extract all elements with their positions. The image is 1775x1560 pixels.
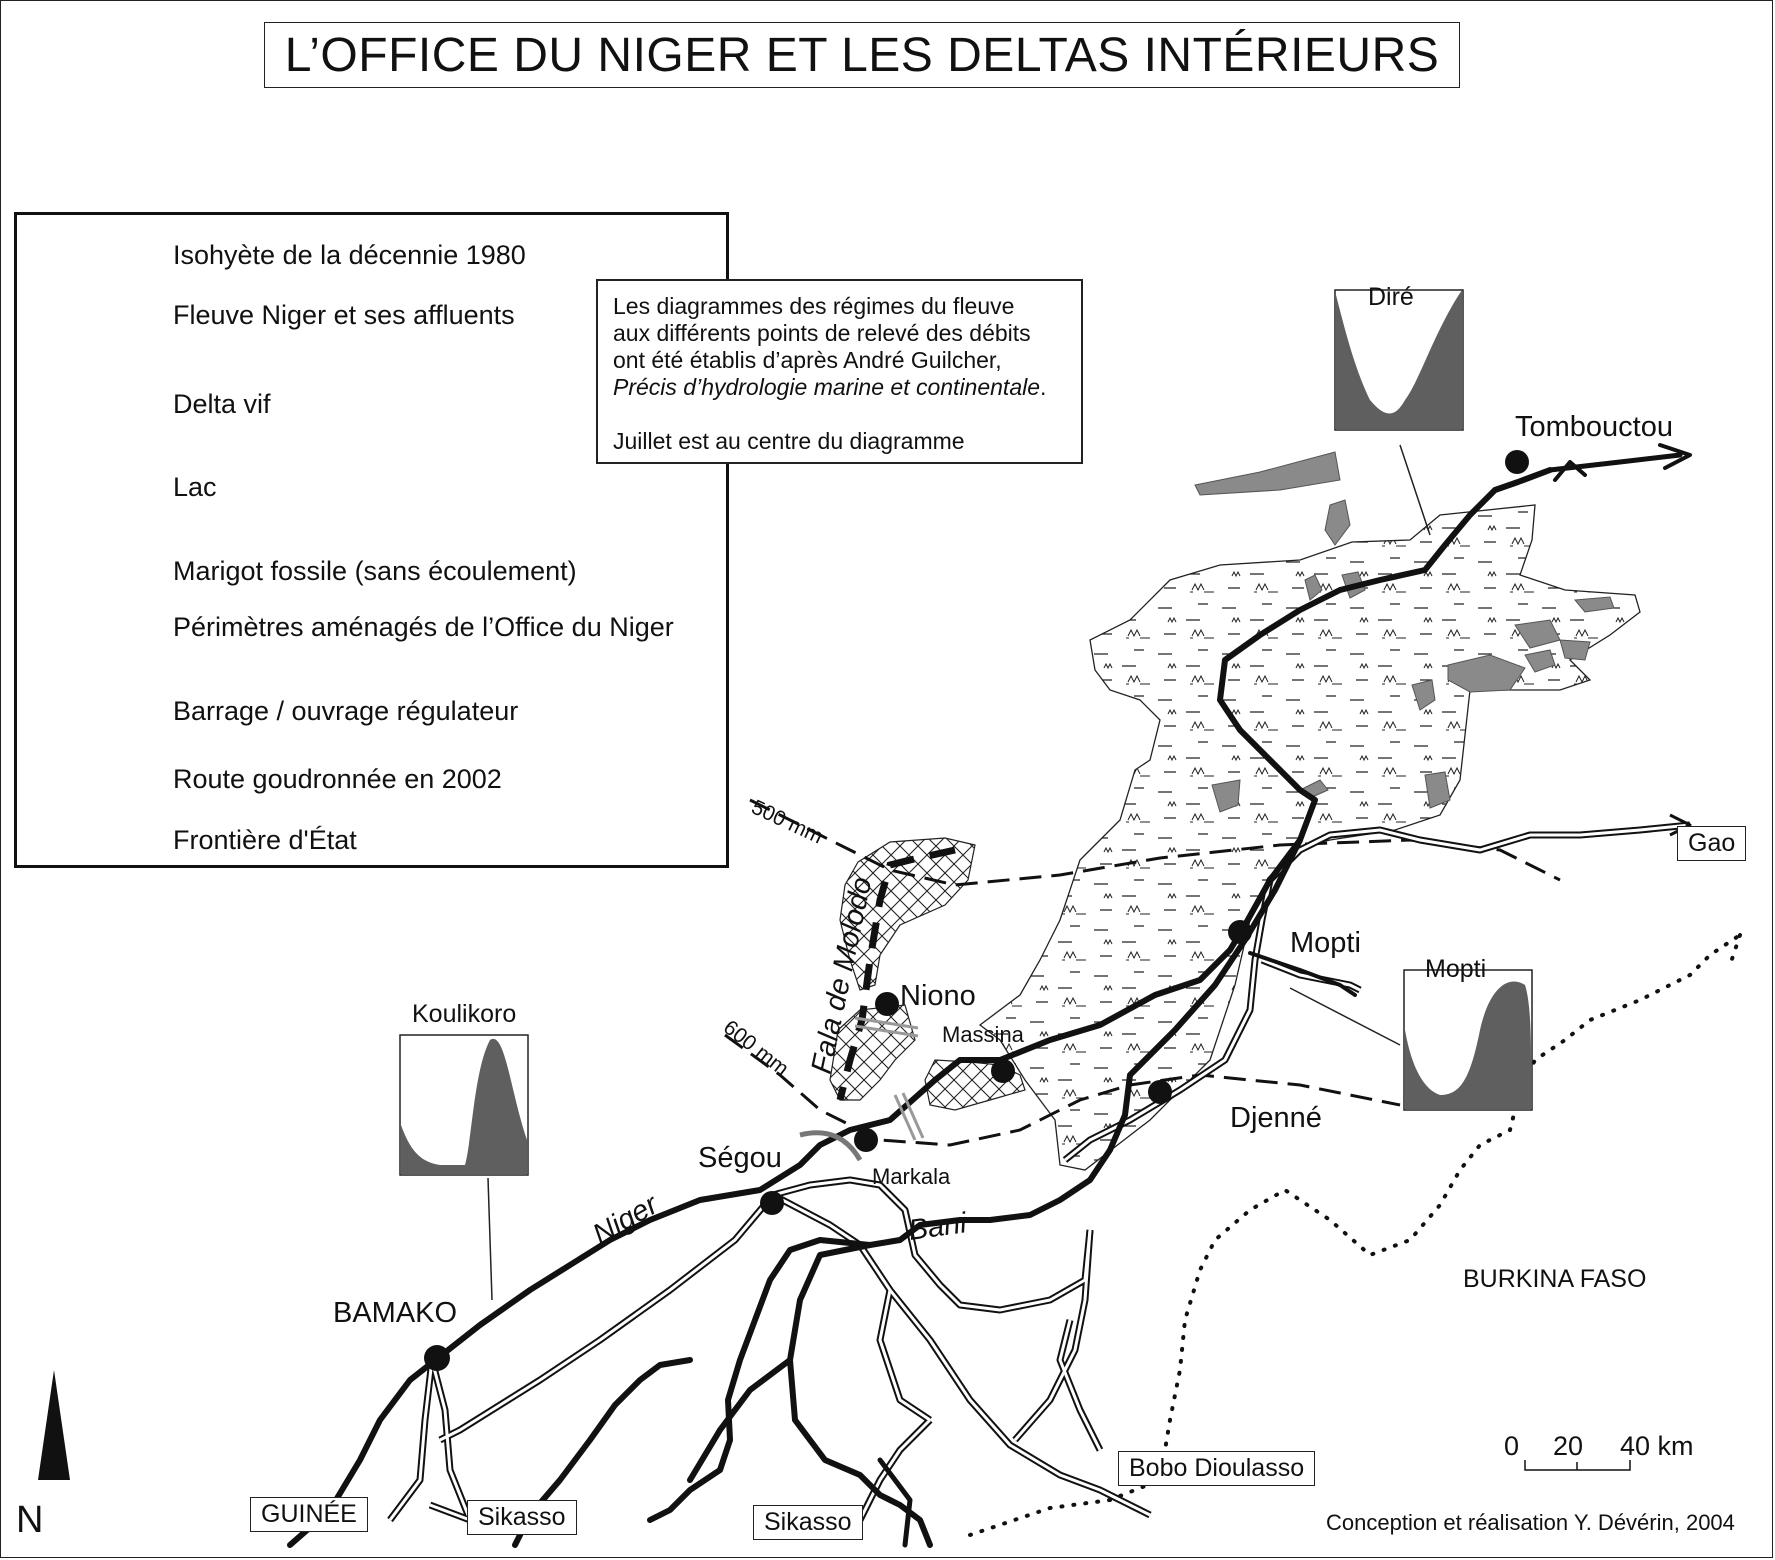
legend-label-lake: Lac [173, 472, 217, 502]
destination-gao: Gao [1677, 826, 1747, 861]
note-book-title: Précis d’hydrologie marine et continenta… [613, 374, 1041, 400]
label-massina: Massina [942, 1022, 1025, 1047]
label-djenne: Djenné [1230, 1102, 1322, 1134]
lake-3 [1304, 574, 1323, 601]
river-bani [647, 1112, 1128, 1523]
credit: Conception et réalisation Y. Dévérin, 20… [1326, 1510, 1735, 1535]
city-dots [424, 450, 1529, 1371]
note-line-4: Précis d’hydrologie marine et continenta… [613, 374, 1066, 401]
lakes [1194, 451, 1615, 813]
destination-guinee: GUINÉE [250, 1497, 368, 1532]
city-dot-massina [991, 1059, 1015, 1083]
river-niger [287, 467, 1553, 1548]
map-title: L’OFFICE DU NIGER ET LES DELTAS INTÉRIEU… [264, 22, 1460, 88]
dam-niono-bar [854, 1016, 919, 1038]
map-title-text: L’OFFICE DU NIGER ET LES DELTAS INTÉRIEU… [284, 28, 1440, 82]
note-line-1: Les diagrammes des régimes du fleuve [613, 293, 1015, 319]
city-dot-markala [854, 1128, 878, 1152]
note-line-5: Juillet est au centre du diagramme [613, 428, 965, 454]
scale-bar [1524, 1460, 1631, 1471]
north-arrow [38, 1370, 70, 1480]
legend-label-isohyet: Isohyète de la décennie 1980 [173, 240, 526, 270]
scale-label-0: 0 [1504, 1431, 1519, 1461]
source-note: Les diagrammes des régimes du fleuve aux… [596, 279, 1083, 464]
diagram-koulikoro [399, 1034, 529, 1301]
label-river-bani: Bani [907, 1207, 970, 1247]
diagram-dire [1334, 289, 1464, 536]
legend-label-office: Périmètres aménagés de l’Office du Niger [173, 612, 674, 642]
note-spacer [613, 401, 1066, 428]
dam-markala-bar [893, 1092, 925, 1141]
north-label: N [16, 1499, 43, 1541]
lake-1 [1194, 451, 1341, 496]
lake-9 [1559, 639, 1591, 661]
note-line-4-end: . [1040, 374, 1047, 400]
label-niono: Niono [900, 980, 976, 1012]
lake-10 [1411, 679, 1436, 711]
diagram-label-koulikoro: Koulikoro [412, 1000, 516, 1028]
city-dot-segou [760, 1191, 784, 1215]
marigot-fossile [836, 846, 956, 1101]
scale-label-40: 40 km [1620, 1431, 1694, 1461]
lake-6 [1574, 596, 1615, 613]
label-burkina: BURKINA FASO [1463, 1265, 1646, 1293]
rivers [287, 443, 1692, 1548]
label-isohyet-500: 500 mm [748, 796, 826, 849]
diagram-label-dire: Diré [1368, 283, 1414, 311]
legend-label-road: Route goudronnée en 2002 [173, 764, 502, 794]
isohyet-600 [724, 1033, 1401, 1147]
destination-sikasso-2: Sikasso [753, 1505, 863, 1540]
legend-label-marigot: Marigot fossile (sans écoulement) [173, 556, 577, 586]
city-dot-niono [875, 992, 899, 1016]
north-arrow-icon [38, 1370, 70, 1480]
diagram-mopti [1289, 969, 1533, 1111]
destination-bobo: Bobo Dioulasso [1118, 1451, 1316, 1486]
legend-label-delta: Delta vif [173, 389, 271, 419]
dam-markala-arc [799, 1130, 863, 1162]
label-markala: Markala [872, 1164, 951, 1189]
note-line-2: aux différents points de relevé des débi… [613, 320, 1031, 346]
scale-label-20: 20 [1553, 1431, 1583, 1461]
legend-label-border: Frontière d'État [173, 825, 357, 855]
label-mopti: Mopti [1290, 927, 1361, 959]
roads [387, 813, 1692, 1524]
office-perimeter-north [839, 837, 976, 991]
legend-label-river: Fleuve Niger et ses affluents [173, 300, 515, 330]
city-dot-mopti [1228, 920, 1252, 944]
state-border [968, 933, 1742, 1537]
lake-2 [1324, 499, 1351, 546]
destination-sikasso-1: Sikasso [467, 1500, 577, 1535]
dams [799, 1016, 925, 1162]
lake-11 [1211, 779, 1241, 813]
label-tombouctou: Tombouctou [1515, 411, 1673, 443]
label-bamako: BAMAKO [333, 1297, 457, 1329]
label-segou: Ségou [698, 1142, 782, 1174]
diagram-label-mopti: Mopti [1425, 955, 1486, 983]
note-line-3: ont été établis d’après André Guilcher, [613, 347, 1002, 373]
lake-7 [1447, 654, 1526, 693]
label-isohyet-600: 600 mm [719, 1016, 793, 1081]
city-dot-bamako [424, 1345, 450, 1371]
lake-8 [1524, 649, 1556, 673]
lake-13 [1424, 771, 1451, 809]
legend-label-dam: Barrage / ouvrage régulateur [173, 696, 519, 726]
city-dot-tombouctou [1505, 450, 1529, 474]
label-river-niger: Niger [588, 1188, 665, 1251]
city-dot-djenne [1148, 1080, 1172, 1104]
